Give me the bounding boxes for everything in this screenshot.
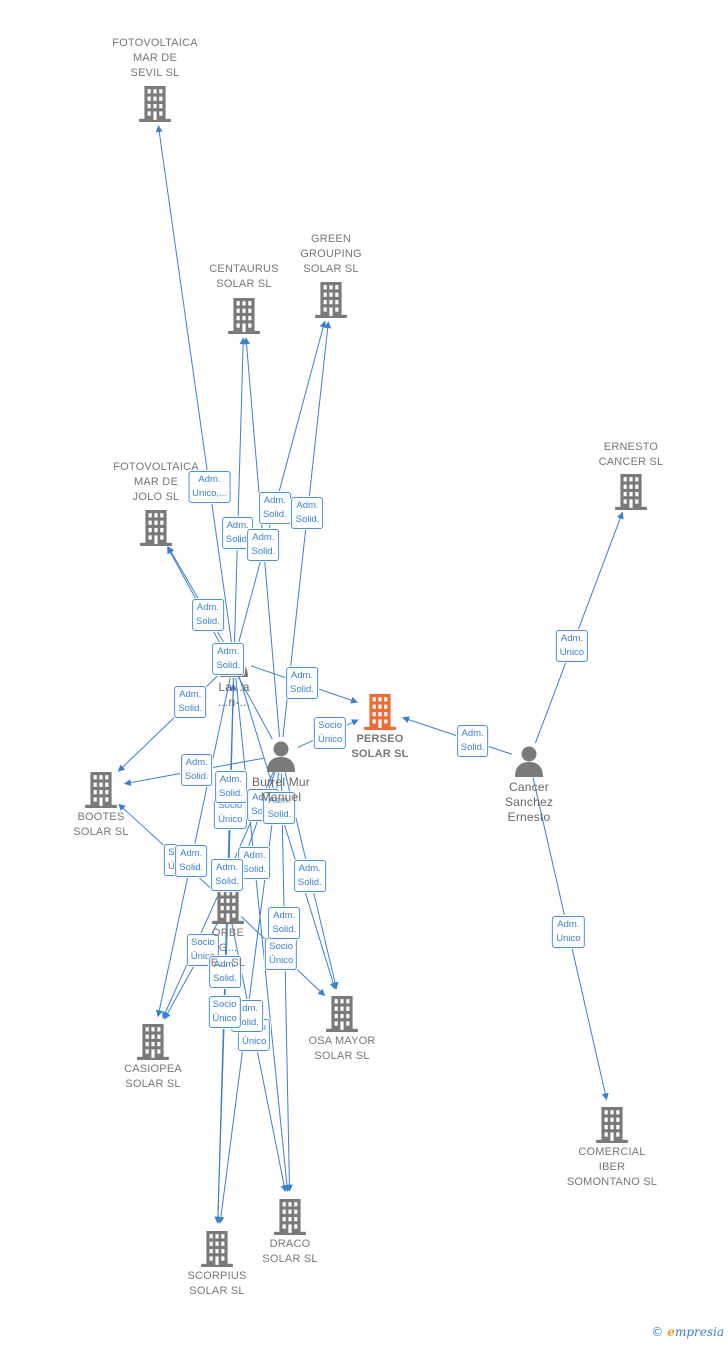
edge-label-burrel-to-casiopea[interactable]: Adm. Solid. — [211, 859, 243, 892]
empresia-watermark[interactable]: ©empresia — [651, 1325, 724, 1339]
building-icon-casiopea[interactable] — [137, 1024, 169, 1060]
node-label-fotovoltaica-sevil[interactable]: FOTOVOLTAICA MAR DE SEVIL SL — [112, 37, 198, 79]
edge-label-burrel-to-draco[interactable]: Adm. Solid. — [268, 907, 301, 940]
edge-person-la-to-green-grouping — [238, 320, 327, 643]
node-label-centaurus[interactable]: CENTAURUS SOLAR SL — [209, 263, 279, 290]
node-label-orbe[interactable]: ORBE G... E... SL — [210, 927, 246, 969]
edge-label-person-la-to-orbe[interactable]: Adm. Solid. — [214, 771, 247, 804]
node-label-burrel[interactable]: Burrel Mur Manuel — [251, 775, 311, 804]
edge-label-person-la-to-draco[interactable]: Adm. Solid. — [238, 846, 271, 879]
edge-label-burrel-to-green-grouping[interactable]: Adm. Solid. — [291, 496, 324, 529]
node-label-cancer-sanchez[interactable]: Cancer Sanchez Ernesto — [504, 780, 554, 824]
edge-person-la-to-centaurus — [234, 337, 247, 643]
edge-label-person-la-to-green-grouping[interactable]: Adm. Solid. — [258, 491, 291, 524]
edge-label-person-la-to-scorpius[interactable]: Adm. Solid. — [209, 956, 241, 989]
node-label-green-grouping[interactable]: GREEN GROUPING SOLAR SL — [300, 233, 362, 275]
node-label-scorpius[interactable]: SCORPIUS SOLAR SL — [187, 1270, 247, 1297]
edge-label-burrel-to-bootes[interactable]: Adm. Solid. — [180, 754, 213, 787]
copyright-symbol: © — [651, 1325, 664, 1339]
building-icon-ernesto-cancer[interactable] — [615, 474, 647, 510]
building-icon-osa-mayor[interactable] — [326, 996, 358, 1032]
edge-person-la-to-fotovoltaica-sevil — [155, 125, 232, 643]
edge-person-la-to-scorpius — [214, 677, 234, 1224]
edge-person-la-to-draco — [235, 677, 291, 1192]
building-icon-perseo[interactable] — [364, 694, 396, 730]
node-label-casiopea[interactable]: CASIOPEA SOLAR SL — [124, 1063, 182, 1090]
edge-label-person-la-to-fotovoltaica-sevil[interactable]: Adm. Unico,... — [188, 471, 231, 504]
building-icon-fotovoltaica-sevil[interactable] — [139, 86, 171, 122]
node-label-osa-mayor[interactable]: OSA MAYOR SOLAR SL — [308, 1035, 376, 1062]
edge-label-orbe-to-scorpius[interactable]: Socio Único — [208, 996, 241, 1029]
edge-label-burrel-to-osa-mayor[interactable]: Adm. Solid. — [293, 860, 326, 893]
edge-label-person-la-to-osa-mayor[interactable]: Adm. Solid. — [263, 792, 296, 825]
edge-label-cancer-sanchez-to-perseo[interactable]: Adm. Solid. — [456, 725, 489, 758]
edge-cancer-sanchez-to-ernesto-cancer — [534, 511, 624, 744]
edge-label-burrel-to-fotovoltaica-jolo[interactable]: Adm. Solid. — [212, 642, 245, 675]
building-icon-comercial-iber[interactable] — [596, 1107, 628, 1143]
building-icon-green-grouping[interactable] — [315, 282, 347, 318]
node-label-draco[interactable]: DRACO SOLAR SL — [262, 1238, 318, 1265]
edge-label-person-la-to-casiopea[interactable]: Adm. Solid. — [175, 844, 208, 877]
edge-person-la-to-osa-mayor — [238, 677, 337, 990]
node-label-bootes[interactable]: BOOTES SOLAR SL — [73, 811, 129, 838]
brand-name: mpresia — [674, 1325, 724, 1339]
building-icon-scorpius[interactable] — [201, 1231, 233, 1267]
building-icon-bootes[interactable] — [85, 772, 117, 808]
person-icon-burrel[interactable] — [267, 741, 295, 773]
edge-label-burrel-to-centaurus[interactable]: Adm. Solid. — [247, 529, 280, 562]
edge-label-burrel-to-perseo[interactable]: Socio Único — [314, 716, 347, 749]
person-icon-cancer-sanchez[interactable] — [515, 746, 543, 778]
node-label-person-la[interactable]: La...a ...n-... — [217, 680, 251, 709]
node-label-comercial-iber[interactable]: COMERCIAL IBER SOMONTANO SL — [566, 1146, 658, 1188]
building-icon-orbe[interactable] — [212, 888, 244, 924]
building-icon-draco[interactable] — [274, 1199, 306, 1235]
edge-burrel-to-draco — [280, 772, 293, 1192]
node-label-fotovoltaica-jolo[interactable]: FOTOVOLTAICA MAR DE JOLO SL — [113, 461, 199, 503]
edge-label-cancer-sanchez-to-comercial-iber[interactable]: Adm. Unico — [552, 916, 585, 949]
building-icon-centaurus[interactable] — [228, 298, 260, 334]
node-label-ernesto-cancer[interactable]: ERNESTO CANCER SL — [598, 441, 664, 468]
edge-label-cancer-sanchez-to-ernesto-cancer[interactable]: Adm. Unico — [555, 630, 589, 663]
node-label-perseo[interactable]: PERSEO SOLAR SL — [351, 733, 409, 760]
edge-label-person-la-to-perseo[interactable]: Adm. Solid. — [286, 667, 318, 700]
edge-label-person-la-to-fotovoltaica-jolo[interactable]: Adm. Solid. — [191, 599, 224, 632]
edge-label-orbe-to-osa-mayor[interactable]: Socio Único — [264, 938, 298, 971]
building-icon-fotovoltaica-jolo[interactable] — [140, 510, 172, 546]
brand-initial: e — [667, 1325, 675, 1339]
edge-label-person-la-to-bootes[interactable]: Adm. Solid. — [174, 686, 207, 719]
